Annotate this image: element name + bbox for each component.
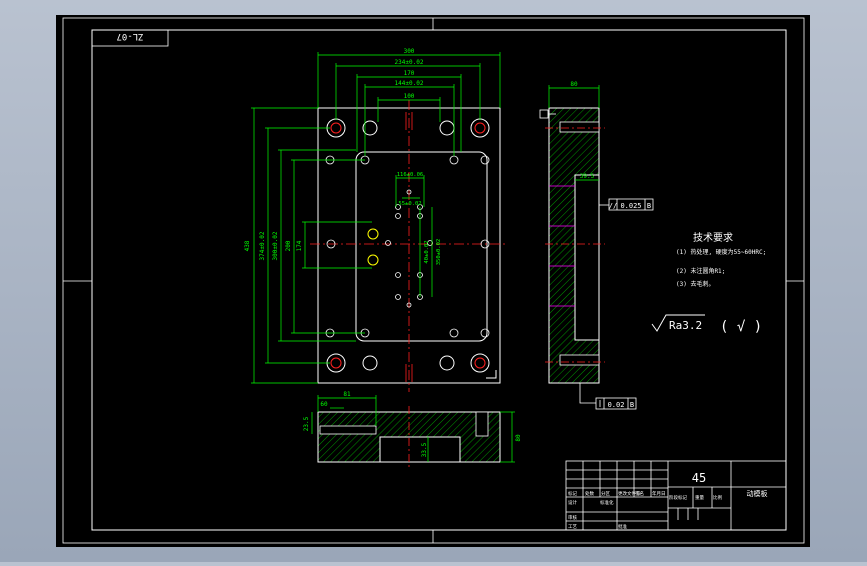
dim-234: 234±0.02 — [395, 59, 424, 66]
dim-350: 350±0.02 — [436, 239, 442, 266]
outer-frame — [62, 17, 805, 544]
left-dimension-lines — [251, 107, 372, 384]
tech-item-3: (3) 去毛刺。 — [676, 280, 714, 288]
flat-value: 0.02 — [608, 401, 625, 409]
title-block-labels: 标记 处数 分区 更改文件号 签名 年月日 设计 标准化 阶段标记 重量 比例 … — [568, 490, 722, 530]
dim-40: 40±0.02 — [424, 240, 430, 263]
plan-view — [310, 100, 508, 392]
tolerance-flatness: 0.02 B — [579, 383, 637, 410]
dim-200: 200 — [285, 240, 292, 251]
side-pocket — [574, 174, 600, 341]
roughness-value: Ra3.2 — [669, 319, 702, 332]
top-slots — [405, 112, 413, 382]
tolerance-parallel: // 0.025 B — [599, 198, 654, 211]
svg-text://: // — [609, 202, 617, 210]
svg-text:比例: 比例 — [713, 494, 722, 501]
centering-marks — [63, 18, 804, 543]
dim-300v: 300±0.02 — [272, 231, 279, 260]
id-label-box — [91, 29, 169, 47]
tech-item-2: (2) 未注圆角R1; — [676, 267, 725, 275]
flat-datum: B — [630, 401, 634, 409]
tech-requirements: 技术要求 (1) 热处理, 硬度为55~60HRC; (2) 未注圆角R1; (… — [676, 231, 766, 288]
svg-text:标记: 标记 — [568, 490, 577, 497]
side-section-view: 80 39.5 — [539, 81, 605, 384]
center-dimension-lines — [395, 175, 433, 297]
dim-174: 174 — [296, 240, 303, 251]
svg-text:阶段标记: 阶段标记 — [669, 494, 687, 501]
dim-300: 300 — [404, 48, 415, 55]
dim-116: 116±0.06 — [397, 172, 424, 178]
dim-374: 374±0.02 — [259, 231, 266, 260]
svg-text:标准化: 标准化 — [600, 499, 614, 506]
bottom-section-view: 81 60 23.5 33.5 80 — [303, 391, 522, 468]
id-label: ZL-07 — [116, 31, 143, 41]
top-dimension-lines — [317, 52, 501, 156]
svg-text:处数: 处数 — [585, 490, 594, 497]
dim-55: 55±0.02 — [398, 201, 421, 207]
dim-100: 100 — [404, 93, 415, 100]
side-dim-39: 39.5 — [580, 173, 595, 180]
pocket-outline — [355, 151, 488, 342]
svg-text:年月日: 年月日 — [652, 490, 666, 497]
material-label: 45 — [692, 471, 706, 485]
dim-438: 438 — [244, 240, 251, 251]
dim-170: 170 — [404, 70, 415, 77]
parallel-value: 0.025 — [620, 202, 641, 210]
svg-text:工艺: 工艺 — [568, 524, 577, 530]
side-counterbore-top — [559, 121, 600, 133]
sprue-hole — [367, 228, 379, 240]
sprue-hole-2 — [367, 254, 379, 266]
bottom-dim-h2: 33.5 — [421, 442, 428, 457]
svg-text:审核: 审核 — [568, 514, 577, 521]
bottom-dim-w: 81 — [343, 391, 351, 398]
roughness-mark: ( √ ) — [720, 319, 762, 335]
side-dim-80: 80 — [570, 81, 578, 88]
svg-text:签名: 签名 — [635, 490, 644, 497]
tech-item-1: (1) 热处理, 硬度为55~60HRC; — [676, 248, 766, 256]
guide-holes — [326, 118, 490, 373]
dim-144: 144±0.02 — [395, 80, 424, 87]
svg-text:重量: 重量 — [695, 494, 704, 501]
side-centerlines — [545, 127, 605, 363]
part-name: 动模板 — [747, 489, 768, 498]
bottom-dim-h3: 80 — [515, 434, 522, 442]
tech-title: 技术要求 — [693, 231, 733, 244]
side-counterbore-bottom — [559, 354, 600, 366]
parallel-datum: B — [647, 202, 651, 210]
corner-mark — [486, 370, 497, 379]
bottom-dim-h1: 23.5 — [303, 416, 310, 431]
svg-text:设计: 设计 — [568, 499, 577, 506]
title-block — [565, 460, 787, 531]
side-holes — [549, 185, 575, 307]
roughness-symbol: Ra3.2 ( √ ) — [651, 314, 762, 335]
svg-text:批准: 批准 — [618, 523, 627, 530]
svg-text:更改文件号: 更改文件号 — [618, 490, 641, 497]
bottom-dim-a: 60 — [320, 401, 328, 408]
svg-text:分区: 分区 — [601, 490, 610, 497]
inner-frame — [91, 29, 787, 531]
